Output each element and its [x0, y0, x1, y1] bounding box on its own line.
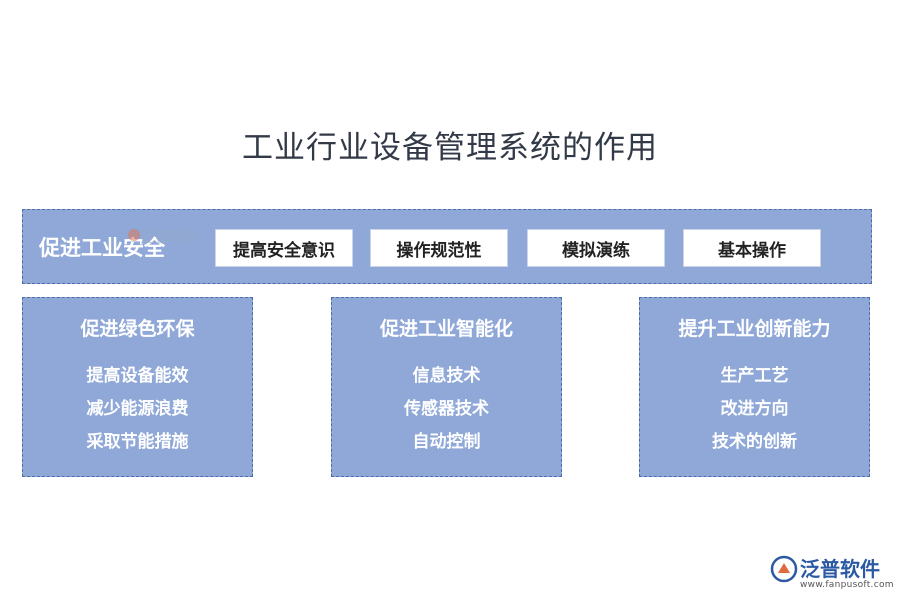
list-item: 提高设备能效: [86, 366, 189, 386]
list-item: 生产工艺: [720, 366, 789, 386]
list-item: 技术的创新: [712, 432, 797, 452]
card-intelligence-list: 信息技术 传感器技术 自动控制: [332, 360, 561, 459]
diagram-title: 工业行业设备管理系统的作用: [242, 130, 658, 166]
card-green: 促进绿色环保 提高设备能效 减少能源浪费 采取节能措施: [22, 297, 253, 477]
card-green-title: 促进绿色环保: [80, 318, 195, 340]
safety-panel: 促进工业安全 提高安全意识 操作规范性 模拟演练 基本操作: [22, 209, 872, 284]
card-intelligence-title: 促进工业智能化: [379, 318, 513, 340]
card-green-list: 提高设备能效 减少能源浪费 采取节能措施: [23, 360, 252, 459]
list-item: 采取节能措施: [86, 432, 189, 452]
list-item: 传感器技术: [404, 399, 489, 419]
safety-item-standard-operation: 操作规范性: [370, 229, 508, 267]
list-item: 减少能源浪费: [86, 399, 189, 419]
card-innovation: 提升工业创新能力 生产工艺 改进方向 技术的创新: [639, 297, 870, 477]
list-item: 改进方向: [720, 399, 789, 419]
card-innovation-list: 生产工艺 改进方向 技术的创新: [640, 360, 869, 459]
card-intelligence: 促进工业智能化 信息技术 传感器技术 自动控制: [331, 297, 562, 477]
safety-item-drill: 模拟演练: [527, 229, 665, 267]
watermark-text: 泛普软件: [140, 228, 201, 246]
brand-url: www.fanpusoft.com: [800, 580, 894, 590]
watermark-logo-icon: [128, 229, 140, 241]
list-item: 信息技术: [412, 366, 481, 386]
brand-logo-icon: [770, 555, 798, 583]
brand-name: 泛普软件: [800, 557, 880, 581]
safety-panel-label: 促进工业安全: [39, 235, 165, 260]
card-innovation-title: 提升工业创新能力: [678, 318, 831, 340]
list-item: 自动控制: [412, 432, 481, 452]
brand-mark: 泛普软件 www.fanpusoft.com: [770, 553, 895, 597]
safety-item-awareness: 提高安全意识: [215, 229, 353, 267]
safety-item-basic-operation: 基本操作: [683, 229, 821, 267]
